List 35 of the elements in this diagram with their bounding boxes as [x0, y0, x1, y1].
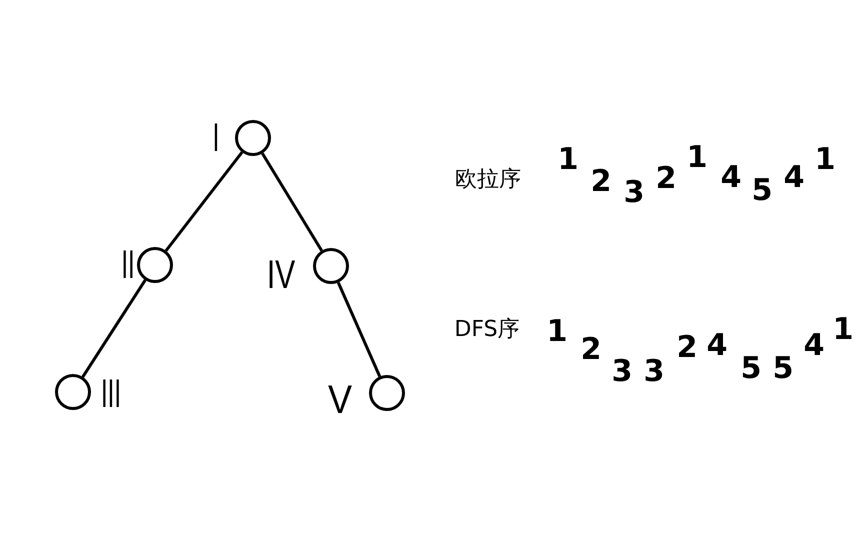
- tree-node-circle: [369, 375, 405, 411]
- sequence-number: 4: [804, 331, 824, 361]
- tree-node-circle: [137, 247, 173, 283]
- node-label: III: [101, 374, 121, 414]
- sequence-number: 5: [752, 176, 772, 206]
- node-label: II: [121, 245, 135, 285]
- sequence-number: 4: [784, 163, 804, 193]
- tree-node-circle: [235, 120, 271, 156]
- sequence-number: 5: [772, 354, 794, 384]
- node-label: IV: [266, 255, 296, 295]
- sequence-title: DFS序: [454, 319, 520, 341]
- sequence-number: 4: [706, 331, 728, 361]
- sequence-number: 2: [656, 164, 676, 194]
- sequence-title: 欧拉序: [455, 169, 521, 191]
- sequence-number: 2: [590, 167, 612, 197]
- sequence-number: 1: [686, 143, 708, 173]
- tree-edge: [164, 151, 244, 252]
- sequence-number: 3: [612, 357, 632, 387]
- sequence-number: 2: [580, 335, 602, 365]
- sequence-number: 3: [624, 178, 644, 208]
- tree-edge: [261, 152, 323, 252]
- tree-node-circle: [55, 374, 91, 410]
- sequence-number: 3: [644, 357, 664, 387]
- tree-edge: [82, 279, 146, 378]
- node-label: I: [212, 118, 220, 158]
- sequence-number: 1: [814, 145, 836, 175]
- sequence-number: 1: [546, 317, 568, 347]
- node-label: V: [328, 380, 352, 420]
- sequence-number: 4: [720, 163, 742, 193]
- sequence-number: 2: [676, 333, 698, 363]
- sequence-number: 1: [558, 145, 578, 175]
- tree-node-circle: [313, 248, 349, 284]
- sequence-number: 1: [832, 315, 854, 345]
- tree-edge: [336, 282, 382, 378]
- sequence-number: 5: [740, 354, 762, 384]
